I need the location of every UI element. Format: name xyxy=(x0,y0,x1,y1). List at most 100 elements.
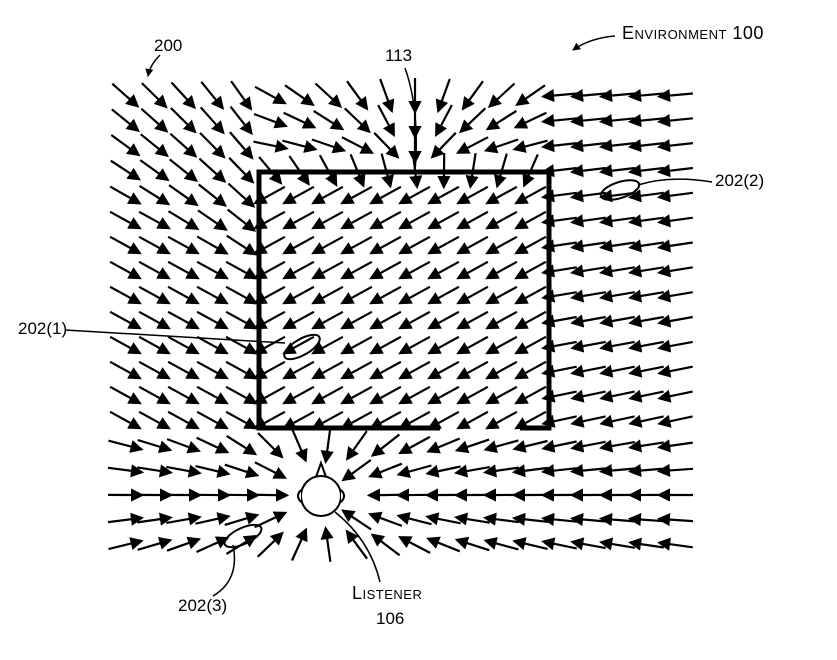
field-arrow xyxy=(456,285,489,305)
region-ellipse-2 xyxy=(599,179,641,201)
field-arrow xyxy=(427,210,460,230)
field-arrow xyxy=(311,410,344,430)
field-arrow xyxy=(628,537,664,551)
field-arrow xyxy=(196,335,229,355)
field-arrow xyxy=(229,131,254,160)
field-arrow xyxy=(109,310,142,330)
field-arrow xyxy=(540,88,577,103)
field-arrow xyxy=(427,385,460,405)
field-arrow xyxy=(514,385,547,405)
field-arrow xyxy=(569,463,607,478)
field-arrow xyxy=(456,185,489,205)
field-arrow xyxy=(109,410,142,430)
field-arrow xyxy=(370,433,401,457)
field-arrow xyxy=(166,536,202,552)
field-arrow xyxy=(109,185,142,205)
field-arrow xyxy=(513,111,547,129)
field-arrow xyxy=(514,310,547,330)
field-arrow xyxy=(628,214,664,228)
field-arrow xyxy=(109,385,142,405)
field-arrow xyxy=(320,428,334,464)
field-arrow xyxy=(341,509,372,531)
field-arrow xyxy=(290,527,308,561)
field-arrow xyxy=(570,339,606,353)
field-arrow xyxy=(282,260,315,280)
field-arrow xyxy=(657,314,693,328)
field-arrow xyxy=(397,536,431,554)
field-arrow xyxy=(514,410,547,430)
field-arrow xyxy=(368,511,403,527)
field-arrow xyxy=(456,360,489,380)
field-arrow xyxy=(570,389,606,403)
field-arrow xyxy=(369,235,402,255)
field-arrow xyxy=(373,132,400,159)
field-arrow xyxy=(195,464,231,478)
field-arrow xyxy=(196,385,229,405)
field-arrow xyxy=(139,159,170,182)
field-arrow xyxy=(540,512,578,526)
field-arrow xyxy=(252,488,290,502)
field-arrow xyxy=(345,430,368,461)
field-arrow xyxy=(167,210,200,230)
label-listener: Listener xyxy=(352,583,423,603)
field-arrow xyxy=(168,184,199,207)
field-arrow xyxy=(109,360,142,380)
field-arrow xyxy=(282,335,315,355)
field-arrow xyxy=(379,78,395,114)
field-arrow xyxy=(456,410,489,430)
field-arrow xyxy=(398,285,431,305)
field-arrow xyxy=(485,185,518,205)
field-arrow xyxy=(138,335,171,355)
field-arrow xyxy=(482,512,520,526)
field-arrow xyxy=(599,414,635,428)
field-arrow xyxy=(340,185,373,205)
field-arrow xyxy=(311,260,344,280)
field-arrow xyxy=(369,335,402,355)
field-arrow xyxy=(140,107,169,133)
field-arrow xyxy=(313,109,345,131)
field-arrow xyxy=(430,132,457,159)
field-arrow xyxy=(311,310,344,330)
field-arrow xyxy=(485,210,518,230)
field-arrow xyxy=(311,210,344,230)
field-arrow xyxy=(628,389,664,403)
field-arrow xyxy=(137,512,173,526)
field-arrow xyxy=(167,285,200,305)
field-arrow xyxy=(512,439,548,453)
field-arrow xyxy=(140,133,169,158)
field-arrow xyxy=(599,364,635,378)
field-arrow xyxy=(570,414,606,428)
field-arrow xyxy=(540,139,578,153)
field-arrow xyxy=(138,360,171,380)
field-arrow xyxy=(398,335,431,355)
field-arrow xyxy=(226,208,257,232)
field-arrow xyxy=(282,139,318,153)
field-arrow xyxy=(628,439,664,453)
field-arrow xyxy=(138,410,171,430)
field-arrow xyxy=(166,512,202,526)
field-arrow xyxy=(485,235,518,255)
field-arrow xyxy=(282,185,315,205)
field-arrow xyxy=(657,239,693,253)
field-arrow xyxy=(314,82,343,108)
field-arrow xyxy=(225,285,258,305)
field-arrow xyxy=(398,185,431,205)
field-arrow xyxy=(311,335,344,355)
field-arrow xyxy=(459,107,487,134)
wall-113 xyxy=(256,169,552,431)
field-arrow xyxy=(456,210,489,230)
field-arrow xyxy=(225,410,258,430)
field-arrow xyxy=(598,463,635,478)
field-arrow xyxy=(570,289,606,303)
field-arrow xyxy=(111,82,140,108)
field-arrow xyxy=(456,235,489,255)
field-arrow xyxy=(485,335,518,355)
field-arrow xyxy=(366,488,404,502)
field-arrow xyxy=(199,106,225,135)
field-arrow xyxy=(340,335,373,355)
field-arrow xyxy=(199,132,226,159)
field-arrow xyxy=(340,360,373,380)
field-arrow xyxy=(377,104,395,137)
field-arrow xyxy=(346,80,369,111)
field-arrow xyxy=(514,260,547,280)
